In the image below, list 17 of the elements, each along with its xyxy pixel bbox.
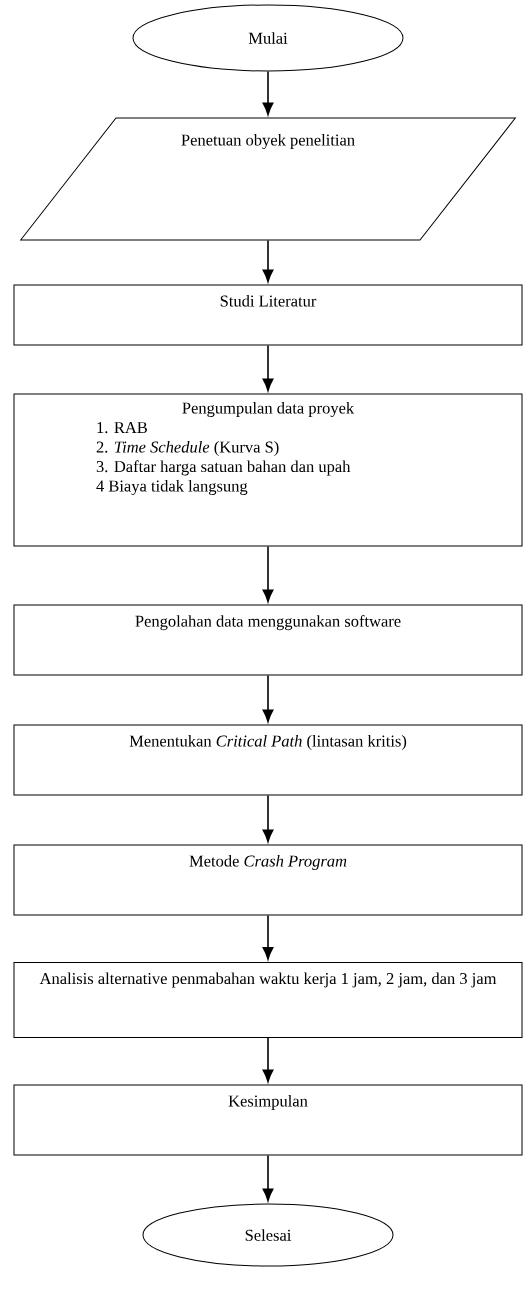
arrow xyxy=(262,545,274,603)
process-box: Kesimpulan xyxy=(13,1084,523,1156)
arrow xyxy=(262,344,274,392)
arrow xyxy=(262,1037,274,1083)
arrow xyxy=(262,70,274,116)
process-box: Pengolahan data menggunakan software xyxy=(13,604,523,676)
arrow xyxy=(262,1154,274,1202)
arrow xyxy=(262,914,274,960)
process-box: Menentukan Critical Path (lintasan kritis) xyxy=(13,724,523,796)
arrow xyxy=(262,674,274,723)
process-box: Analisis alternative penmabahan waktu kerja 1 jam, 2 jam, dan 3 jam xyxy=(13,962,523,1038)
input-parallelogram: Penetuan obyek penelitian xyxy=(20,117,516,241)
process-box: Studi Literatur xyxy=(13,284,523,346)
arrow xyxy=(262,794,274,843)
process-box: Metode Crash Program xyxy=(13,844,523,916)
process-box: Pengumpulan data proyek 1. RAB 2. Time Schedule (Kurva S) 3. Daftar harga satuan bahan dan upah 4 Biaya tidak langsung xyxy=(13,393,523,547)
arrow xyxy=(262,239,274,283)
